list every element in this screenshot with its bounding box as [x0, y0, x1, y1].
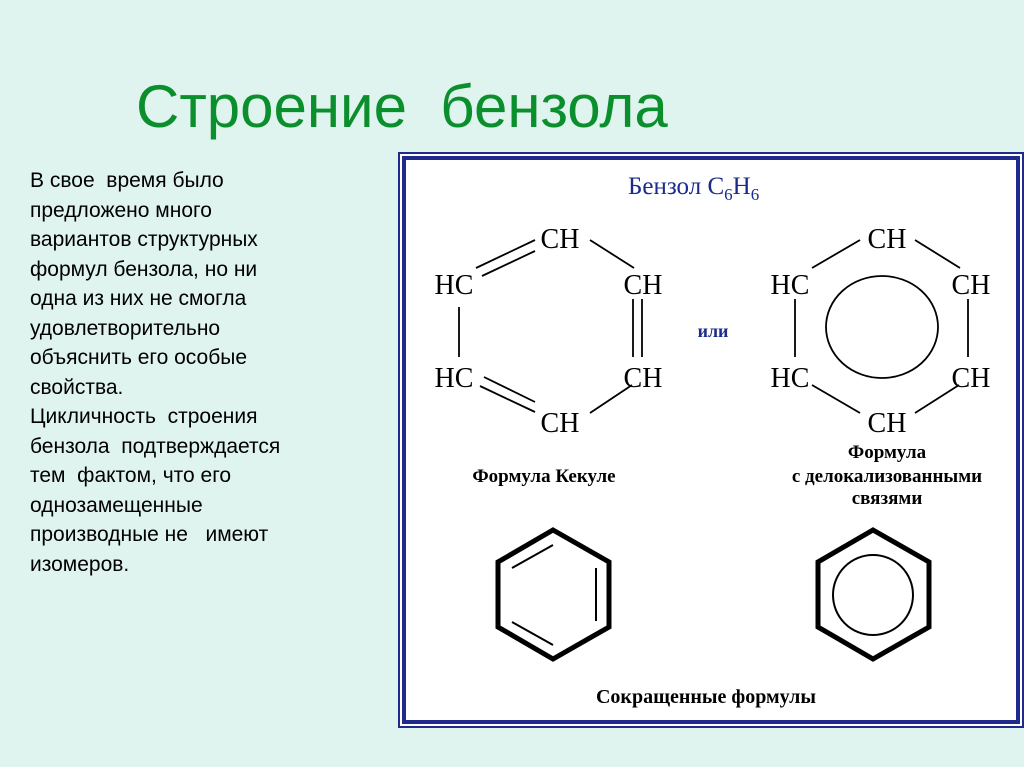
paragraph-line: изомеров. [30, 552, 130, 576]
paragraph-line: тем фактом, что его [30, 464, 232, 487]
hexagon-inner-double-bond [511, 621, 554, 646]
body-paragraph: В свое время было предложено много вариа… [30, 166, 370, 579]
kekule-bond [479, 385, 536, 413]
slide-title: Строение бензола [136, 73, 668, 140]
kekule-bond [589, 384, 633, 414]
delocalized-bond [914, 239, 961, 269]
delocalized-atom-lower-left: HC [771, 363, 810, 394]
paragraph-line: одна из них не смогла [30, 287, 247, 310]
delocalized-structure: CH HC CH HC CH CH Формула с делокализова… [771, 224, 991, 509]
paragraph-line: удовлетворительно [30, 316, 221, 340]
hexagon-inner-double-bond [511, 544, 554, 569]
kekule-atom-lower-left: HC [435, 363, 474, 394]
delocalized-bond [811, 384, 861, 414]
kekule-double-bond [481, 250, 536, 277]
delocalized-ring [825, 275, 939, 379]
delocalized-caption-line: связями [852, 488, 923, 509]
short-kekule-hexagon [495, 527, 612, 662]
kekule-atom-upper-right: CH [624, 270, 663, 301]
hexagon-outline [495, 527, 612, 662]
kekule-bond [589, 239, 635, 269]
paragraph-line: объяснить его особые [30, 346, 248, 369]
kekule-atom-lower-right: CH [624, 363, 663, 394]
paragraph-line: вариантов структурных [30, 228, 258, 251]
delocalized-atom-top: CH [868, 224, 907, 255]
delocalized-caption-line: Формула [848, 442, 927, 463]
delocalized-caption-line: с делокализованными [792, 466, 982, 487]
kekule-caption: Формула Кекуле [472, 466, 615, 487]
paragraph-line: однозамещенные [30, 493, 203, 517]
delocalized-bond [811, 239, 861, 269]
paragraph-line: бензола подтверждается [30, 434, 281, 458]
delocalized-atom-upper-right: CH [952, 270, 991, 301]
kekule-atom-upper-left: HC [435, 270, 474, 301]
delocalized-atom-upper-left: HC [771, 270, 810, 301]
shorthand-caption: Сокращенные формулы [596, 686, 816, 708]
hexagon-inner-circle [832, 554, 914, 636]
delocalized-bond [914, 384, 960, 414]
paragraph-line: предложено много [30, 198, 212, 222]
paragraph-line: формул бензола, но ни [30, 257, 258, 281]
connector-text: или [698, 321, 729, 341]
paragraph-line: производные не имеют [30, 523, 269, 546]
delocalized-atom-bottom: CH [868, 408, 907, 439]
short-delocalized-hexagon [815, 527, 932, 662]
kekule-double-bond [483, 376, 536, 403]
paragraph-line: Цикличность строения [30, 405, 258, 428]
benzene-figure-svg: Бензол С6Н6 CH HC CH HC CH CH Формула Ке… [398, 152, 1024, 728]
paragraph-line: свойства. [30, 375, 124, 399]
hexagon-outline [815, 527, 932, 662]
kekule-bond [475, 239, 536, 269]
delocalized-atom-lower-right: CH [952, 363, 991, 394]
kekule-atom-bottom: CH [541, 408, 580, 439]
kekule-atom-top: CH [541, 224, 580, 255]
figure-heading: Бензол С6Н6 [628, 173, 759, 204]
benzene-figure: Бензол С6Н6 CH HC CH HC CH CH Формула Ке… [398, 152, 1024, 728]
kekule-structure: CH HC CH HC CH CH Формула Кекуле [435, 224, 663, 487]
paragraph-line: В свое время было [30, 169, 224, 192]
figure-frame-inner [402, 156, 1020, 724]
